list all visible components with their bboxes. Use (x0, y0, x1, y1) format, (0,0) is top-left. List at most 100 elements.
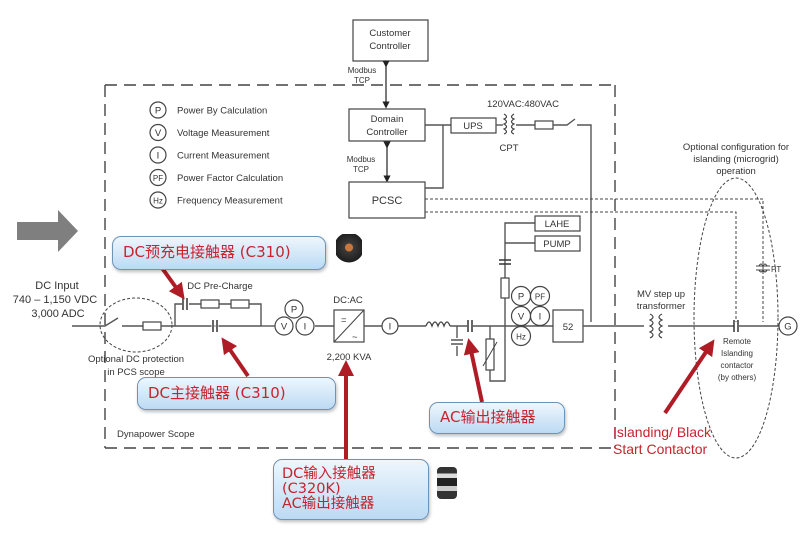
dcac-label: DC:AC (333, 295, 363, 306)
contactor-photo-c310 (336, 234, 362, 264)
pump-label: PUMP (543, 239, 570, 250)
ac-meter-symbol: PF (535, 293, 545, 302)
pump-box (534, 235, 581, 252)
note-line-2: Start Contactor (613, 441, 708, 457)
legend-label: Current Measurement (177, 151, 270, 162)
ac-meter-symbol: Hz (516, 333, 526, 342)
legend-label: Power Factor Calculation (177, 173, 283, 184)
ac-meter-cluster: P PF V I Hz (510, 285, 551, 347)
dc-main-contactor-icon (212, 320, 218, 332)
dc-meter-icon (284, 299, 304, 319)
grid-label: G (784, 322, 791, 333)
cpt-voltage-label: 120VAC:480VAC (487, 99, 559, 110)
control-line-remote (425, 211, 737, 322)
arrow-to-precharge-contactor (160, 266, 185, 300)
aux-fuse-icon (500, 277, 510, 299)
inductor-icon (425, 321, 451, 328)
callout-ac-output-contactor: AC输出接触器 (429, 402, 565, 434)
ac-meter-symbol: I (539, 312, 542, 323)
legend-label: Power By Calculation (177, 106, 267, 117)
dc-input-label-3: 3,000 ADC (31, 308, 84, 320)
optional-islanding-label-1: Optional configuration for (683, 142, 789, 153)
customer-controller-label-1: Customer (369, 28, 410, 39)
legend-symbol-icon (149, 191, 167, 209)
domain-controller-label-1: Domain (371, 114, 404, 125)
precharge-resistor-1 (200, 299, 220, 309)
dc-input-label-1: DC Input (35, 280, 78, 292)
ac-output-contactor-icon (467, 320, 473, 332)
callout-text: DC主接触器 (C310) (148, 383, 286, 402)
modbus-mid-label-2: TCP (353, 165, 369, 174)
pcsc-label: PCSC (372, 195, 403, 207)
callout-dc-main-contactor: DC主接触器 (C310) (137, 377, 336, 410)
wire-cpt-switch (553, 118, 592, 322)
pcsc-box (348, 181, 426, 219)
ac-meter-symbol: P (518, 292, 524, 303)
optional-dc-protection-label-1: Optional DC protection (88, 354, 184, 365)
ups-label: UPS (463, 121, 483, 132)
legend-symbol-icon (149, 123, 167, 142)
breaker-52-box (552, 309, 584, 343)
remote-islanding-label-3: contactor (721, 361, 754, 370)
dc-meter-symbol: I (304, 322, 307, 333)
precharge-contactor-icon (182, 298, 188, 310)
domain-controller-label-2: Controller (366, 127, 407, 138)
pt-icon (756, 263, 770, 273)
optional-islanding-label-2: islanding (microgrid) (693, 154, 779, 165)
arrester-diagonal (482, 341, 498, 367)
converter-ac-symbol: ~ (352, 332, 358, 343)
customer-controller-box (352, 19, 429, 62)
modbus-mid-label-1: Modbus (347, 155, 375, 164)
precharge-branch-wire (174, 303, 262, 326)
mv-transformer-icon (648, 313, 664, 339)
dc-meter-cluster: V IP (262, 299, 315, 336)
ac-meter-symbol: V (518, 312, 525, 323)
note-line-1: Islanding/ Black (613, 424, 712, 440)
optional-islanding-label-3: operation (716, 166, 756, 177)
remote-islanding-contactor-icon (733, 320, 739, 332)
callout-line-1: DC输入接触器 (282, 465, 376, 482)
pointer-arrow-icon (17, 210, 78, 252)
legend-label: Voltage Measurement (177, 128, 270, 139)
dynapower-scope-label: Dynapower Scope (117, 429, 195, 440)
fuse-icon (534, 120, 554, 130)
legend-symbol: V (155, 128, 162, 139)
cpt-label: CPT (500, 143, 519, 154)
lahe-label: LAHE (545, 219, 570, 230)
legend-symbol-icon (149, 101, 167, 119)
legend-symbol: P (155, 106, 161, 117)
current-meter-symbol: I (389, 322, 392, 333)
cpt-transformer-icon (502, 113, 516, 135)
legend-symbol-icon (149, 146, 167, 164)
callout-line-3: AC输出接触器 (282, 496, 375, 513)
arrow-to-remote-contactor (663, 339, 715, 415)
pt-label: PT (771, 265, 781, 274)
lahe-box (534, 215, 581, 232)
dc-meter-icon (295, 316, 315, 336)
legend-label: Frequency Measurement (177, 196, 283, 207)
callout-dc-precharge-contactor: DC预充电接触器 (C310) (112, 236, 326, 270)
precharge-resistor-2 (230, 299, 250, 309)
dc-meter-symbol: P (291, 305, 297, 316)
ac-meter-icon (529, 285, 551, 307)
grid-icon (778, 316, 798, 336)
wire-pcsc-ups (425, 125, 444, 189)
breaker-52-label: 52 (563, 322, 574, 333)
callout-text: AC输出接触器 (440, 408, 536, 427)
remote-islanding-label-2: Islanding (721, 349, 753, 358)
mv-transformer-label-1: MV step up (637, 289, 685, 300)
islanding-black-start-note: Islanding/ Black Start Contactor (613, 424, 711, 458)
mv-transformer-label-2: transformer (637, 301, 686, 312)
arrow-to-ac-contactor (463, 338, 484, 403)
ac-meter-icon (529, 305, 551, 327)
arrester-wire (489, 326, 506, 382)
callout-dc-input-ac-output: DC输入接触器 (C320K) AC输出接触器 (273, 459, 429, 520)
legend-symbol: PF (153, 174, 163, 183)
dc-input-label-2: 740 – 1,150 VDC (13, 294, 97, 306)
filter-capacitor-icon (451, 326, 463, 356)
optional-dc-protection-label-2: in PCS scope (107, 367, 165, 378)
callout-text: DC预充电接触器 (C310) (123, 243, 291, 262)
dc-meter-symbol: V (281, 322, 288, 333)
